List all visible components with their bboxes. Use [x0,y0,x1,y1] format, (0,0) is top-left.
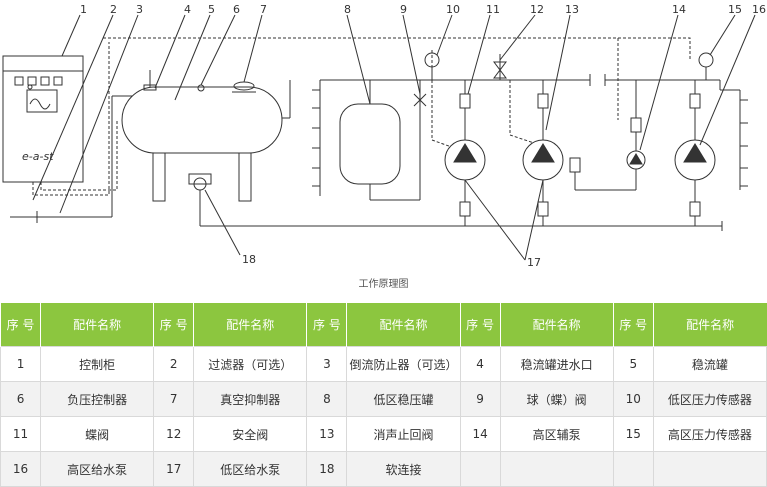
header-no: 序 号 [459,303,501,347]
part-name: 过滤器（可选） [193,346,308,382]
high-zone-aux-pump [569,80,646,191]
header-no: 序 号 [0,303,41,347]
part-name: 高区压力传感器 [652,416,767,452]
part-no: 6 [0,381,42,417]
callout-leaders [32,14,756,261]
svg-text:10: 10 [446,3,460,16]
part-no: 16 [0,451,42,487]
part-name: 低区压力传感器 [652,381,767,417]
safety-valve [493,54,507,80]
part-name: 安全阀 [193,416,308,452]
header-name: 配件名称 [652,303,767,347]
svg-text:8: 8 [344,3,351,16]
svg-text:11: 11 [486,3,500,16]
part-no: 11 [0,416,42,452]
part-name: 球（蝶）阀 [499,381,614,417]
header-no: 序 号 [612,303,654,347]
svg-text:13: 13 [565,3,579,16]
low-zone-pump-b [522,80,564,226]
part-no: 12 [153,416,195,452]
diagram-caption: 工作原理图 [358,279,409,290]
high-zone-outlets [719,80,748,190]
svg-text:17: 17 [527,256,541,269]
svg-text:12: 12 [530,3,544,16]
working-principle-diagram: 1 2 3 4 5 6 7 8 9 10 11 12 13 14 15 16 1… [2,3,766,269]
svg-text:4: 4 [184,3,191,16]
part-no: 8 [306,381,348,417]
stabilizing-tank [121,81,283,226]
svg-text:14: 14 [672,3,686,16]
svg-text:16: 16 [752,3,766,16]
part-name: 高区给水泵 [40,451,155,487]
part-no: 18 [306,451,348,487]
header-no: 序 号 [306,303,347,347]
svg-text:6: 6 [233,3,240,16]
part-name [499,451,614,487]
part-no [459,451,501,487]
parts-table-header: 序 号 配件名称 序 号 配件名称 序 号 配件名称 序 号 配件名称 序 号 … [0,303,767,347]
low-zone-pressure-tank [339,80,427,201]
control-cabinet [2,55,84,183]
part-name: 负压控制器 [40,381,155,417]
part-no: 3 [306,346,348,382]
high-zone-pump [674,80,716,226]
low-zone-outlets [312,80,321,196]
svg-text:7: 7 [260,3,267,16]
header-name: 配件名称 [346,303,461,347]
part-no: 15 [612,416,654,452]
part-name: 低区稳压罐 [346,381,461,417]
part-name: 低区给水泵 [193,451,308,487]
part-no: 7 [153,381,195,417]
part-no: 9 [459,381,501,417]
svg-text:3: 3 [136,3,143,16]
part-no: 4 [459,346,501,382]
high-zone-pressure-sensor [698,52,714,68]
part-name [652,451,767,487]
part-name: 蝶阀 [40,416,155,452]
header-no: 序 号 [153,303,194,347]
svg-text:2: 2 [110,3,117,16]
svg-text:18: 18 [242,253,256,266]
parts-table: 序 号 配件名称 序 号 配件名称 序 号 配件名称 序 号 配件名称 序 号 … [0,303,767,487]
part-no: 2 [153,346,195,382]
svg-text:15: 15 [728,3,742,16]
svg-text:1: 1 [80,3,87,16]
part-no: 17 [153,451,195,487]
callout-numbers: 1 2 3 4 5 6 7 8 9 10 11 12 13 14 15 16 1… [80,3,766,269]
part-name: 稳流罐 [652,346,767,382]
part-name: 消声止回阀 [346,416,461,452]
svg-text:9: 9 [400,3,407,16]
header-name: 配件名称 [40,303,154,347]
cabinet-brand: e-a-st [22,150,54,163]
part-name: 稳流罐进水口 [499,346,614,382]
part-no: 13 [306,416,348,452]
part-no: 10 [612,381,654,417]
part-name: 高区辅泵 [499,416,614,452]
low-zone-pump-a [444,80,486,226]
part-no: 5 [612,346,654,382]
part-no: 14 [459,416,501,452]
part-name: 控制柜 [40,346,155,382]
part-name: 软连接 [346,451,461,487]
svg-text:5: 5 [208,3,215,16]
part-no [612,451,654,487]
part-name: 真空抑制器 [193,381,308,417]
part-name: 倒流防止器（可选） [346,346,461,382]
part-no: 1 [0,346,42,382]
header-name: 配件名称 [499,303,614,347]
header-name: 配件名称 [193,303,307,347]
